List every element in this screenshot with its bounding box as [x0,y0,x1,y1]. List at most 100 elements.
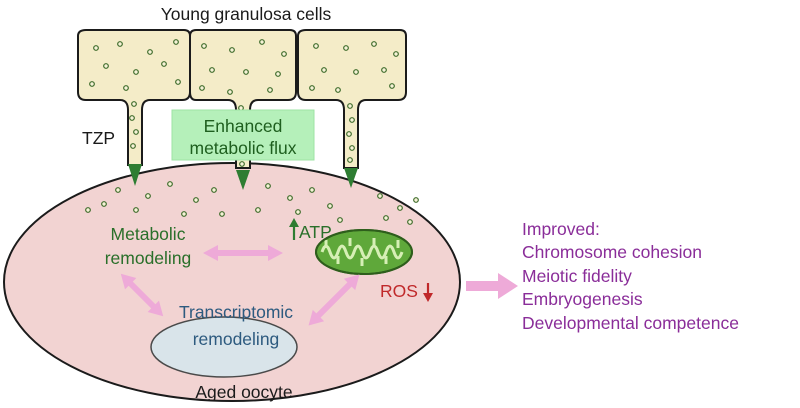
granule-dot [309,85,315,91]
granule-dot [407,219,413,225]
granule-dot [133,129,139,135]
granule-dot [349,117,355,123]
granule-dot [371,41,377,47]
granule-dot [397,205,403,211]
mitochondrion-icon [315,229,413,275]
granule-dot [201,43,207,49]
granule-dot [131,101,137,107]
flux-arrow-icon [344,168,358,188]
nucleus [150,316,298,378]
outcome-item: Meiotic fidelity [522,265,632,286]
granule-dot [255,207,261,213]
granule-dot [377,193,383,199]
granule-dot [133,69,139,75]
granule-dot [267,87,273,93]
remodeling-arrows [120,245,518,326]
double-arrow-icon [308,274,360,326]
ros-down-arrow-icon [423,283,433,302]
granule-dot [173,39,179,45]
granule-dot [389,83,395,89]
granule-dot [101,201,107,207]
atp-label: ATP [299,222,332,242]
granule-dot [123,85,129,91]
granule-dot [259,39,265,45]
granule-dot [145,193,151,199]
granule-dot [413,197,419,203]
granule-dot [130,143,136,149]
granule-dot [199,85,205,91]
outcomes-heading: Improved: [522,219,600,239]
granule-dot [211,187,217,193]
granule-dot [313,43,319,49]
double-arrow-icon [203,245,283,261]
granule-dot [381,67,387,73]
granule-dot [265,183,271,189]
granule-dot [161,61,167,67]
flux-arrow-icon [128,164,142,186]
oocyte [3,162,461,402]
granule-dot [309,187,315,193]
granule-dot [193,197,199,203]
granule-dot [353,69,359,75]
granule-dot [347,103,353,109]
granule-dot [337,217,343,223]
granule-dot [346,131,352,137]
granule-dot [93,45,99,51]
flux-arrows [128,164,358,190]
granule-dot [115,187,121,193]
metabolic-remodeling-line1: Metabolic [111,224,186,244]
ros-indicator: ROS [380,281,433,302]
right-outcome-arrow-icon [466,273,518,299]
granulosa-cells [77,29,419,225]
granule-dot [209,67,215,73]
outcome-item: Chromosome cohesion [522,242,702,263]
granule-dot [295,209,301,215]
atp-up-arrow-icon [289,218,299,240]
ros-label: ROS [380,281,418,301]
granule-dot [85,207,91,213]
metabolic-remodeling-line2: remodeling [105,248,192,268]
granule-dot [275,71,281,77]
granule-dot [243,69,249,75]
outcome-item: Developmental competence [522,312,739,333]
granule-dot [239,161,245,167]
granule-dot [147,49,153,55]
granule-dot [129,115,135,121]
granule-dot [175,79,181,85]
granule-dot [335,87,341,93]
flux-label-line1: Enhanced [204,116,283,136]
granule-dot [103,63,109,69]
granule-dot [321,67,327,73]
oocyte-label: Aged oocyte [195,382,292,402]
double-arrow-icon [120,273,164,317]
granule-dot [181,211,187,217]
atp-indicator: ATP [289,218,332,242]
granule-dot [287,195,293,201]
metabolite-granules [85,39,419,225]
granule-dot [229,47,235,53]
metabolic-flux-box: Enhanced metabolic flux [171,109,315,161]
outcome-item: Embryogenesis [522,289,643,310]
granule-dot [343,45,349,51]
granulosa-cell-2 [189,29,297,169]
outcomes-list: Improved: Chromosome cohesion Meiotic fi… [522,218,739,335]
granule-dot [167,181,173,187]
transcriptomic-remodeling-line1: Transcriptomic [179,302,293,322]
granule-dot [347,157,353,163]
flux-arrow-icon [236,170,250,190]
tzp-label: TZP [82,128,115,148]
granule-dot [383,215,389,221]
granule-dot [117,41,123,47]
granule-dot [393,51,399,57]
granule-dot [281,51,287,57]
granule-dot [133,207,139,213]
granule-dot [89,81,95,87]
granule-dot [327,203,333,209]
flux-label-line2: metabolic flux [190,138,297,158]
transcriptomic-remodeling-line2: remodeling [193,329,280,349]
granule-dot [219,211,225,217]
granulosa-title: Young granulosa cells [161,4,332,24]
granule-dot [227,89,233,95]
granule-dot [349,145,355,151]
